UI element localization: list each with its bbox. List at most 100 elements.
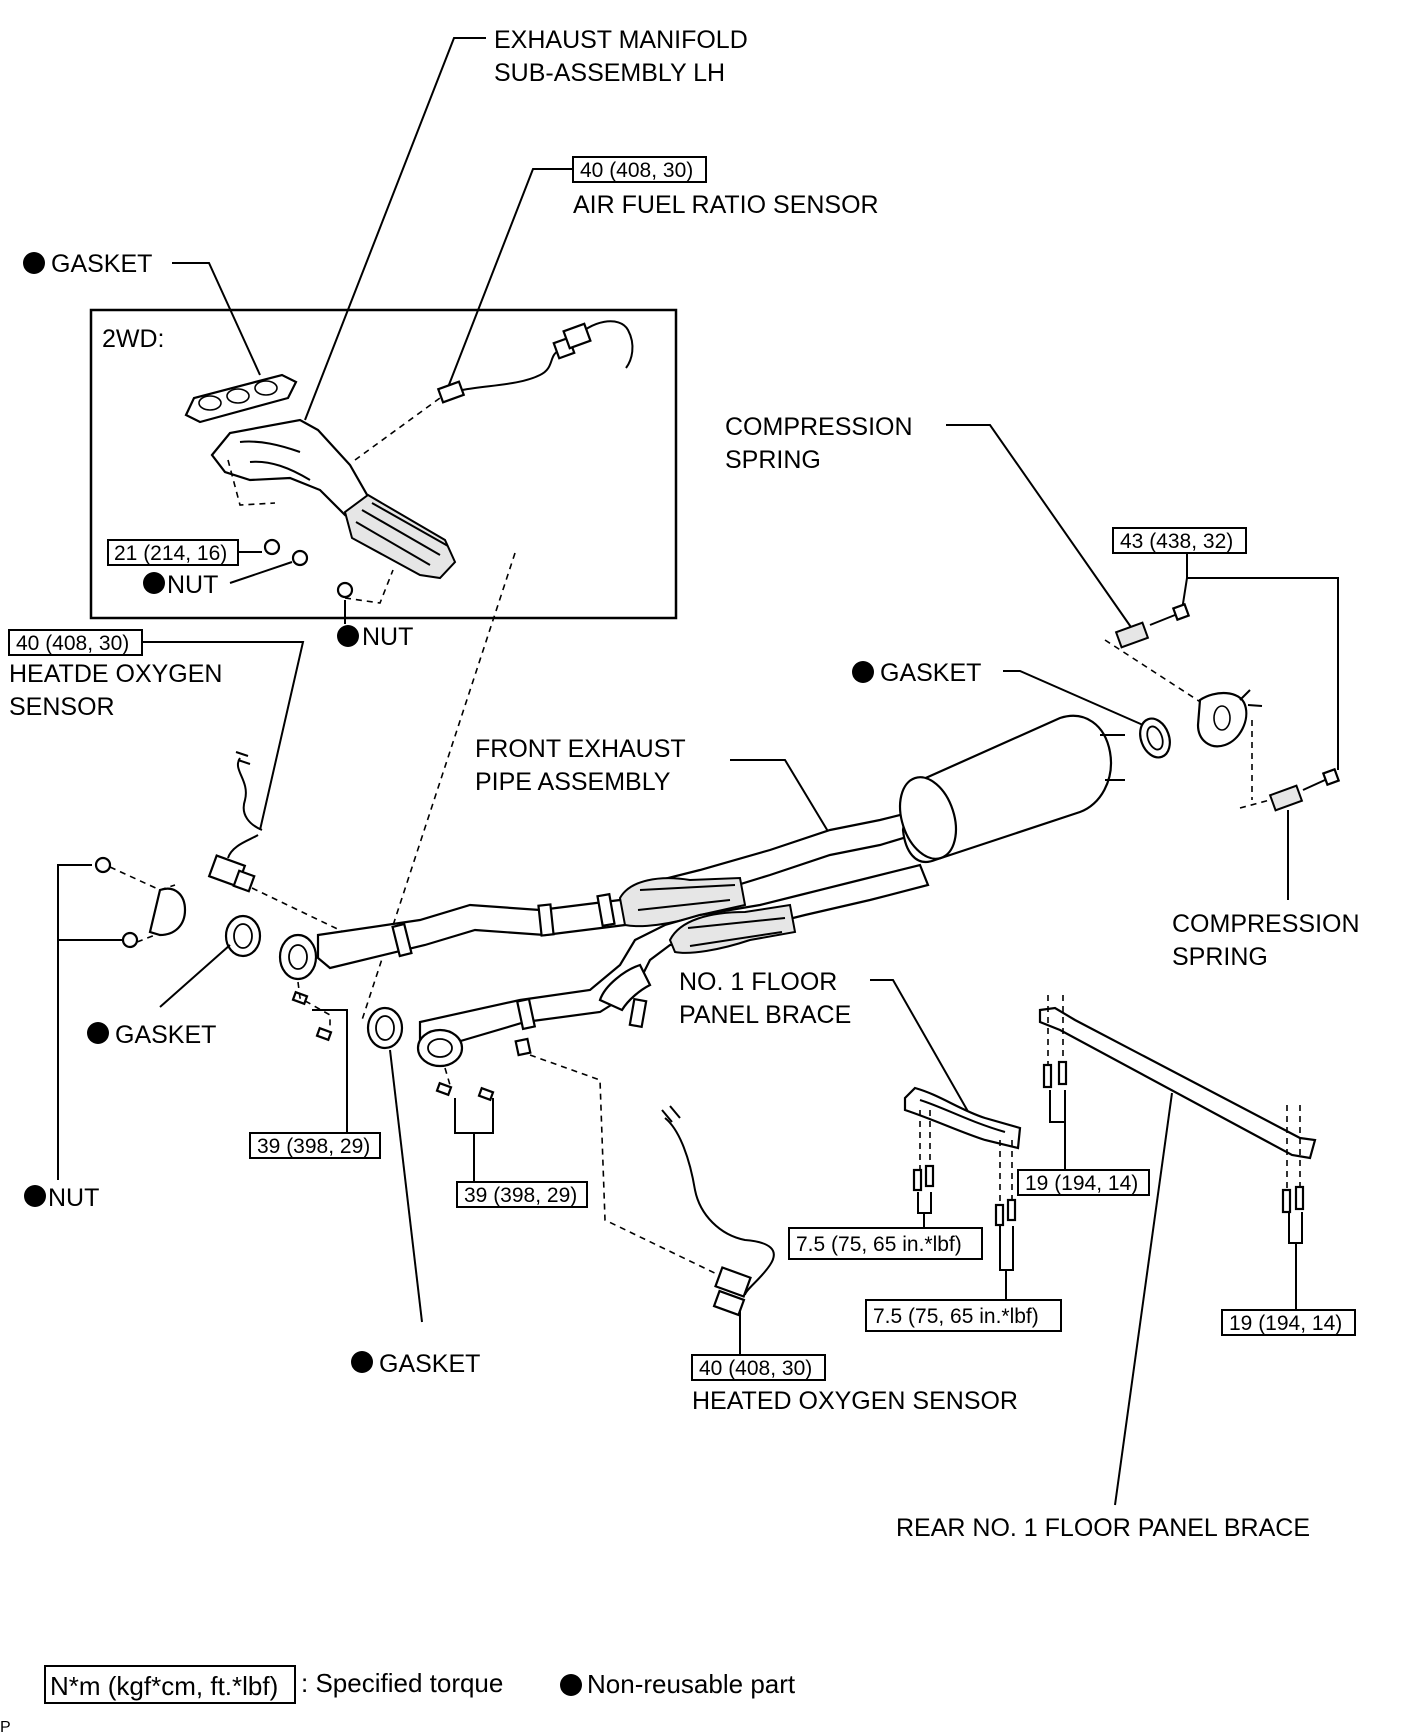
torque-compression-spring: 43 (438, 32) [1120,530,1233,553]
torque-box-rear-brace-b [1221,1309,1356,1336]
compression-spring-bottom-icon [1239,767,1341,812]
torque-box-compression-spring [1112,527,1247,554]
air-fuel-ratio-sensor-icon [354,320,634,461]
no1-floor-brace-label-line2: PANEL BRACE [679,1001,851,1029]
nonreusable-mark-icon [143,572,165,594]
nut-left-bracket [57,864,92,1180]
no1-floor-brace-icon [903,1086,1022,1227]
torque-flange-left: 39 (398, 29) [257,1135,370,1158]
outer-nut-dash [344,569,394,604]
torque-floor-brace-a: 7.5 (75, 65 in.*lbf) [796,1233,962,1256]
air-fuel-ratio-leader [444,168,573,396]
nonreusable-mark-icon [337,625,359,647]
gasket-top-label: GASKET [51,250,152,278]
heated-oxygen-left-label-line1: HEATDE OXYGEN [9,660,222,688]
label-exhaust-manifold: EXHAUST MANIFOLD SUB-ASSEMBLY LH [304,26,748,421]
torque-heated-oxygen-left: 40 (408, 30) [16,632,129,655]
no1-floor-brace-label-line1: NO. 1 FLOOR [679,968,837,996]
label-air-fuel-ratio-sensor: 40 (408, 30) AIR FUEL RATIO SENSOR [444,156,879,396]
compression-spring-bracket [1186,553,1339,770]
compression-spring-top-leader [946,424,1134,631]
rear-brace-a-bracket [1049,1090,1066,1123]
no1-floor-brace-leader [870,979,971,1116]
gasket-center-hole [375,1015,395,1041]
compression-spring-bottom-label-line1: COMPRESSION [1172,910,1360,938]
compression-spring-bottom-label-line2: SPRING [1172,943,1268,971]
inset-2wd-label: 2WD: [102,325,165,353]
corner-mark: P [0,1719,11,1734]
nut-inner-label: NUT [167,571,218,599]
flange-right-bracket [454,1098,494,1134]
torque-rear-brace-b: 19 (194, 14) [1229,1312,1342,1335]
label-gasket-top: GASKET [23,250,261,376]
torque-box-heated-oxygen-bottom [691,1354,826,1381]
outer-nut-icon [336,581,354,599]
gasket-right-leader [1003,670,1144,726]
floor-brace-a-bracket [917,1192,932,1214]
torque-box-floor-brace-a [788,1227,983,1260]
front-exhaust-pipe-label-line1: FRONT EXHAUST [475,735,686,763]
flange-bolts-right-icon [435,1067,495,1102]
rear-floor-brace-label: REAR NO. 1 FLOOR PANEL BRACE [896,1514,1310,1542]
gasket-left-leader [159,944,231,1008]
exhaust-manifold-label-line1: EXHAUST MANIFOLD [494,26,748,54]
torque-box-manifold-nut [107,539,239,566]
compression-spring-top-label-line2: SPRING [725,446,821,474]
heated-oxygen-left-label-line2: SENSOR [9,693,115,721]
exhaust-manifold-leader [304,37,486,421]
front-exhaust-pipe-icon [278,714,1125,1068]
torque-box-floor-brace-b [865,1299,1062,1332]
nut-left-label: NUT [48,1184,99,1212]
heated-oxygen-sensor-left-icon [207,751,351,936]
gasket-bottom-leader [389,1049,423,1323]
heated-oxygen-sensor-bottom-icon [661,1105,775,1317]
compression-spring-top-label-line1: COMPRESSION [725,413,913,441]
compression-spring-top-icon [1114,602,1191,649]
torque-manifold-nut: 21 (214, 16) [114,542,227,565]
legend-torque-text: : Specified torque [301,1668,503,1698]
inset-2wd-frame [89,308,678,620]
torque-flange-right: 39 (398, 29) [464,1184,577,1207]
nut-inner-leader [229,561,293,584]
nut-outer-label: NUT [362,623,413,651]
floor-brace-b-bracket [999,1226,1014,1271]
right-flange-hole [1213,705,1231,731]
nonreusable-mark-icon [351,1351,373,1373]
legend-torque-unit: N*m (kgf*cm, ft.*lbf) [50,1671,278,1701]
spring-top-dash [1104,639,1206,706]
gasket-left-label: GASKET [115,1021,216,1049]
front-exhaust-pipe-label-line2: PIPE ASSEMBLY [475,768,671,796]
heated-oxygen-left-leader [142,641,305,831]
nonreusable-mark-icon [87,1022,109,1044]
rear-brace-b-bracket [1288,1212,1303,1244]
exhaust-manifold-label-line2: SUB-ASSEMBLY LH [494,59,725,87]
nonreusable-mark-icon [560,1674,582,1696]
gasket-right-hole [1146,725,1164,751]
nonreusable-mark-icon [852,661,874,683]
exhaust-manifold-icon [210,418,457,580]
torque-box-rear-brace-a [1017,1169,1150,1196]
gasket-right-label: GASKET [880,659,981,687]
torque-box-flange-right [456,1181,588,1208]
flange-left-bracket [312,1009,348,1133]
manifold-gasket-icon [184,373,298,424]
torque-heated-oxygen-bottom: 40 (408, 30) [699,1357,812,1380]
torque-box-flange-left [249,1132,381,1159]
front-exhaust-pipe-leader [730,759,836,844]
torque-rear-brace-a: 19 (194, 14) [1025,1172,1138,1195]
torque-box-heated-oxygen-left [8,629,143,656]
left-flange-icon [94,856,262,958]
legend-nonreusable-text: Non-reusable part [587,1669,796,1699]
torque-floor-brace-b: 7.5 (75, 65 in.*lbf) [873,1305,1039,1328]
rear-floor-brace-leader [1114,1092,1173,1506]
torque-air-fuel-ratio: 40 (408, 30) [580,159,693,182]
rear-floor-brace-icon [1038,995,1317,1214]
heated-oxygen-bottom-label: HEATED OXYGEN SENSOR [692,1387,1018,1415]
inner-nut-icon [291,549,309,567]
bottom-oxygen-dash [529,1054,726,1279]
right-flange-tab [1239,689,1263,707]
gasket-top-leader [172,262,261,376]
manifold-nut-icon [263,538,281,556]
flange-bolts-left-icon [291,981,333,1042]
